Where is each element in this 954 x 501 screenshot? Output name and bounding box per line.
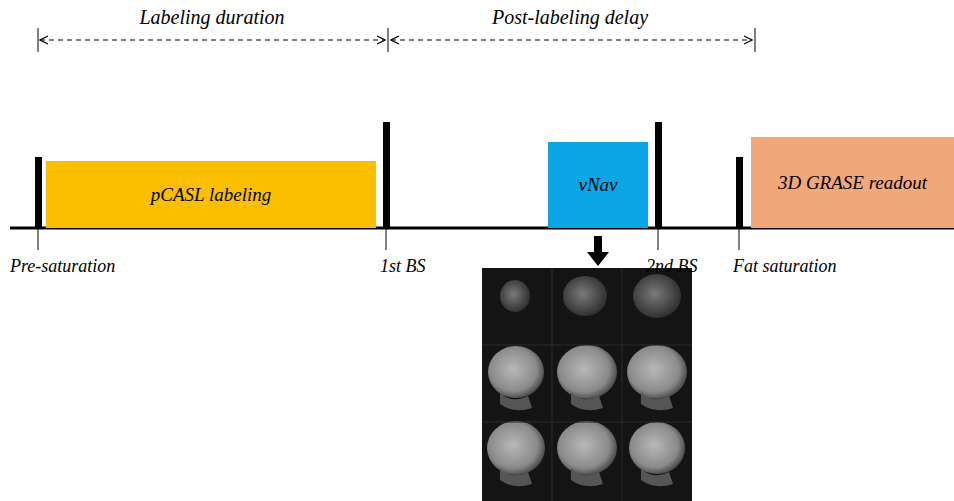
rf-pulse <box>655 122 662 228</box>
pulse-label: 1st BS <box>380 256 426 277</box>
pulse-label: Pre-saturation <box>10 256 115 277</box>
sequence-block: 3D GRASE readout <box>751 137 954 228</box>
block-label: 3D GRASE readout <box>778 172 927 194</box>
rf-pulse <box>35 157 42 228</box>
block-label: pCASL labeling <box>151 184 272 206</box>
block-label: vNav <box>578 174 617 196</box>
sequence-block: vNav <box>548 142 648 228</box>
interval-label: Labeling duration <box>135 6 288 29</box>
pulse-label: 2nd BS <box>646 256 698 277</box>
leader-lines <box>38 229 739 250</box>
down-arrow <box>587 236 609 266</box>
sequence-block: pCASL labeling <box>46 161 376 228</box>
interval-label: Post-labeling delay <box>488 6 652 29</box>
pulse-label: Fat saturation <box>733 256 837 277</box>
rf-pulse <box>736 157 743 228</box>
rf-pulse <box>383 122 390 228</box>
duration-arrow <box>391 40 752 41</box>
duration-arrow <box>40 40 385 41</box>
navigator-images <box>482 268 692 501</box>
timing-ticks <box>38 28 755 52</box>
